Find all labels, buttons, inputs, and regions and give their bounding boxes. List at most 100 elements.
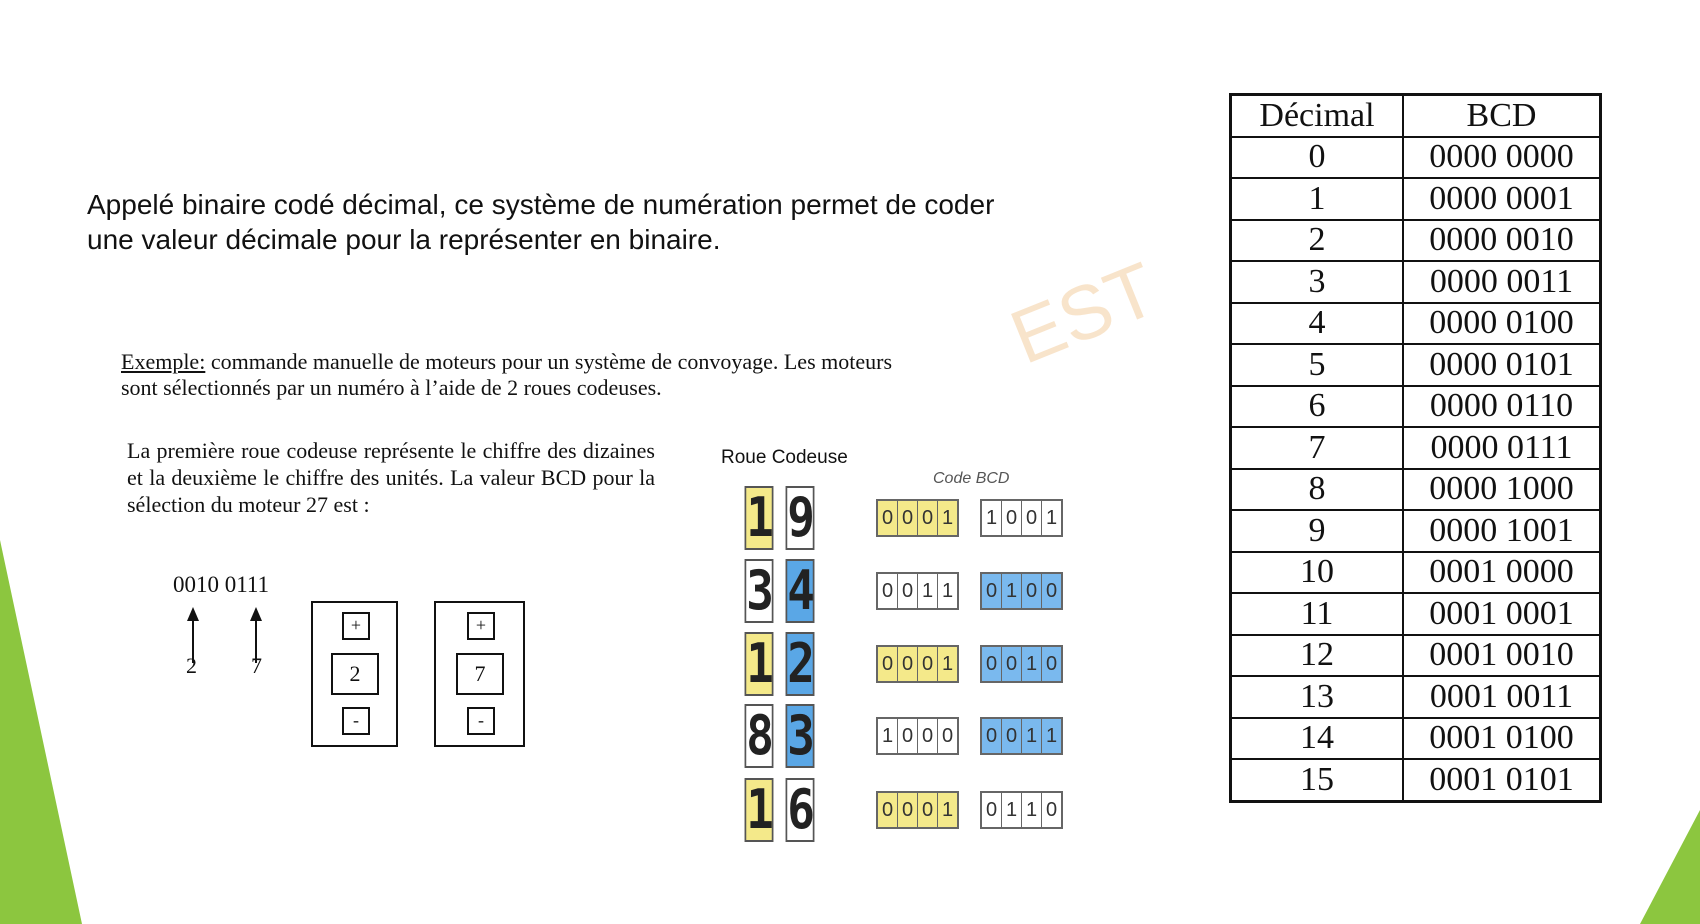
bcd-cell: 0001 0011: [1402, 675, 1602, 719]
bcd-cell: 0001 0001: [1402, 592, 1602, 636]
decimal-cell: 5: [1229, 343, 1404, 387]
wheel-display-digit: 9: [785, 486, 815, 550]
decimal-cell: 8: [1229, 467, 1404, 511]
decimal-cell: 3: [1229, 260, 1404, 304]
bit-cell: 1: [1022, 793, 1042, 827]
coding-wheel-units: + 7 -: [434, 601, 525, 747]
wheel-display-digit: 1: [744, 632, 774, 696]
arrow-label: 2: [186, 653, 197, 678]
bit-cell: 0: [1002, 647, 1022, 681]
bit-cell: 1: [1002, 793, 1022, 827]
bit-cell: 0: [1045, 653, 1058, 675]
bcd-cell: 0000 0010: [1402, 218, 1602, 262]
bit-cell: 0: [1002, 501, 1022, 535]
bit-cell: 0: [982, 719, 1002, 753]
bit-cell: 0: [982, 574, 1002, 608]
bcd-cell: 0001 0101: [1402, 758, 1602, 802]
bit-cell: 0: [878, 501, 898, 535]
decimal-cell: 4: [1229, 301, 1404, 345]
green-triangle-left: [0, 540, 82, 924]
wheel-digit: 2: [331, 653, 379, 695]
decimal-cell: 9: [1229, 509, 1404, 553]
wheel-minus-button[interactable]: -: [467, 707, 495, 735]
bit-cell: 0: [1002, 719, 1022, 753]
bit-cell: 1: [1022, 647, 1042, 681]
bcd-cell: 0000 0011: [1402, 260, 1602, 304]
bit-cell: 0: [1022, 501, 1042, 535]
wheel-plus-button[interactable]: +: [342, 612, 370, 640]
bcd-cell: 0000 0100: [1402, 301, 1602, 345]
wheel-display-digit: 3: [785, 704, 815, 768]
description-paragraph: La première roue codeuse représente le c…: [127, 438, 655, 517]
bit-cell: 0: [918, 719, 938, 753]
roue-codeuse-title: Roue Codeuse: [721, 447, 848, 468]
bit-cell: 0: [918, 501, 938, 535]
wheel-plus-button[interactable]: +: [467, 612, 495, 640]
bcd-cell: 0000 1000: [1402, 467, 1602, 511]
bit-cell: 0: [878, 647, 898, 681]
wheel-display-digit: 4: [785, 559, 815, 623]
bcd-cell: 0000 0110: [1402, 384, 1602, 428]
decimal-cell: 6: [1229, 384, 1404, 428]
bit-cell: 1: [1002, 574, 1022, 608]
bit-cell: 0: [898, 574, 918, 608]
bit-cell: 1: [918, 574, 938, 608]
bcd-cell: 0000 0000: [1402, 135, 1602, 179]
decimal-cell: 11: [1229, 592, 1404, 636]
decimal-cell: 2: [1229, 218, 1404, 262]
bcd-cell: 0000 0101: [1402, 343, 1602, 387]
bcd-cell: 0000 0111: [1402, 426, 1602, 470]
bit-cell: 0: [898, 793, 918, 827]
example-paragraph: Exemple: commande manuelle de moteurs po…: [121, 349, 921, 401]
wheel-minus-button[interactable]: -: [342, 707, 370, 735]
wheel-display-digit: 3: [744, 559, 774, 623]
bit-cell: 1: [878, 719, 898, 753]
wheel-digit: 7: [456, 653, 504, 695]
bit-cell: 1: [941, 653, 954, 675]
decimal-cell: 13: [1229, 675, 1404, 719]
decimal-cell: 10: [1229, 550, 1404, 594]
bit-cell: 0: [918, 647, 938, 681]
example-text: commande manuelle de moteurs pour un sys…: [121, 349, 893, 400]
decimal-cell: 0: [1229, 135, 1404, 179]
green-triangle-right: [1640, 810, 1700, 924]
bit-cell: 1: [941, 507, 954, 529]
bcd-cell: 0001 0100: [1402, 716, 1602, 760]
bit-cell: 1: [1045, 725, 1058, 747]
bcd-cell: 0001 0000: [1402, 550, 1602, 594]
wheel-display-digit: 1: [744, 486, 774, 550]
table-header-row: Décimal BCD: [1229, 93, 1602, 138]
decimal-cell: 1: [1229, 177, 1404, 221]
bcd-cell: 0001 0010: [1402, 633, 1602, 677]
bit-cell: 0: [878, 574, 898, 608]
bit-cell: 0: [982, 647, 1002, 681]
decimal-cell: 15: [1229, 758, 1404, 802]
bit-cell: 1: [982, 501, 1002, 535]
intro-text: Appelé binaire codé décimal, ce système …: [87, 189, 995, 255]
bcd-value: 0010 0111: [173, 572, 270, 597]
bcd-cell: 0000 1001: [1402, 509, 1602, 553]
coding-wheel-tens: + 2 -: [311, 601, 398, 747]
wheel-display-digit: 6: [785, 778, 815, 842]
